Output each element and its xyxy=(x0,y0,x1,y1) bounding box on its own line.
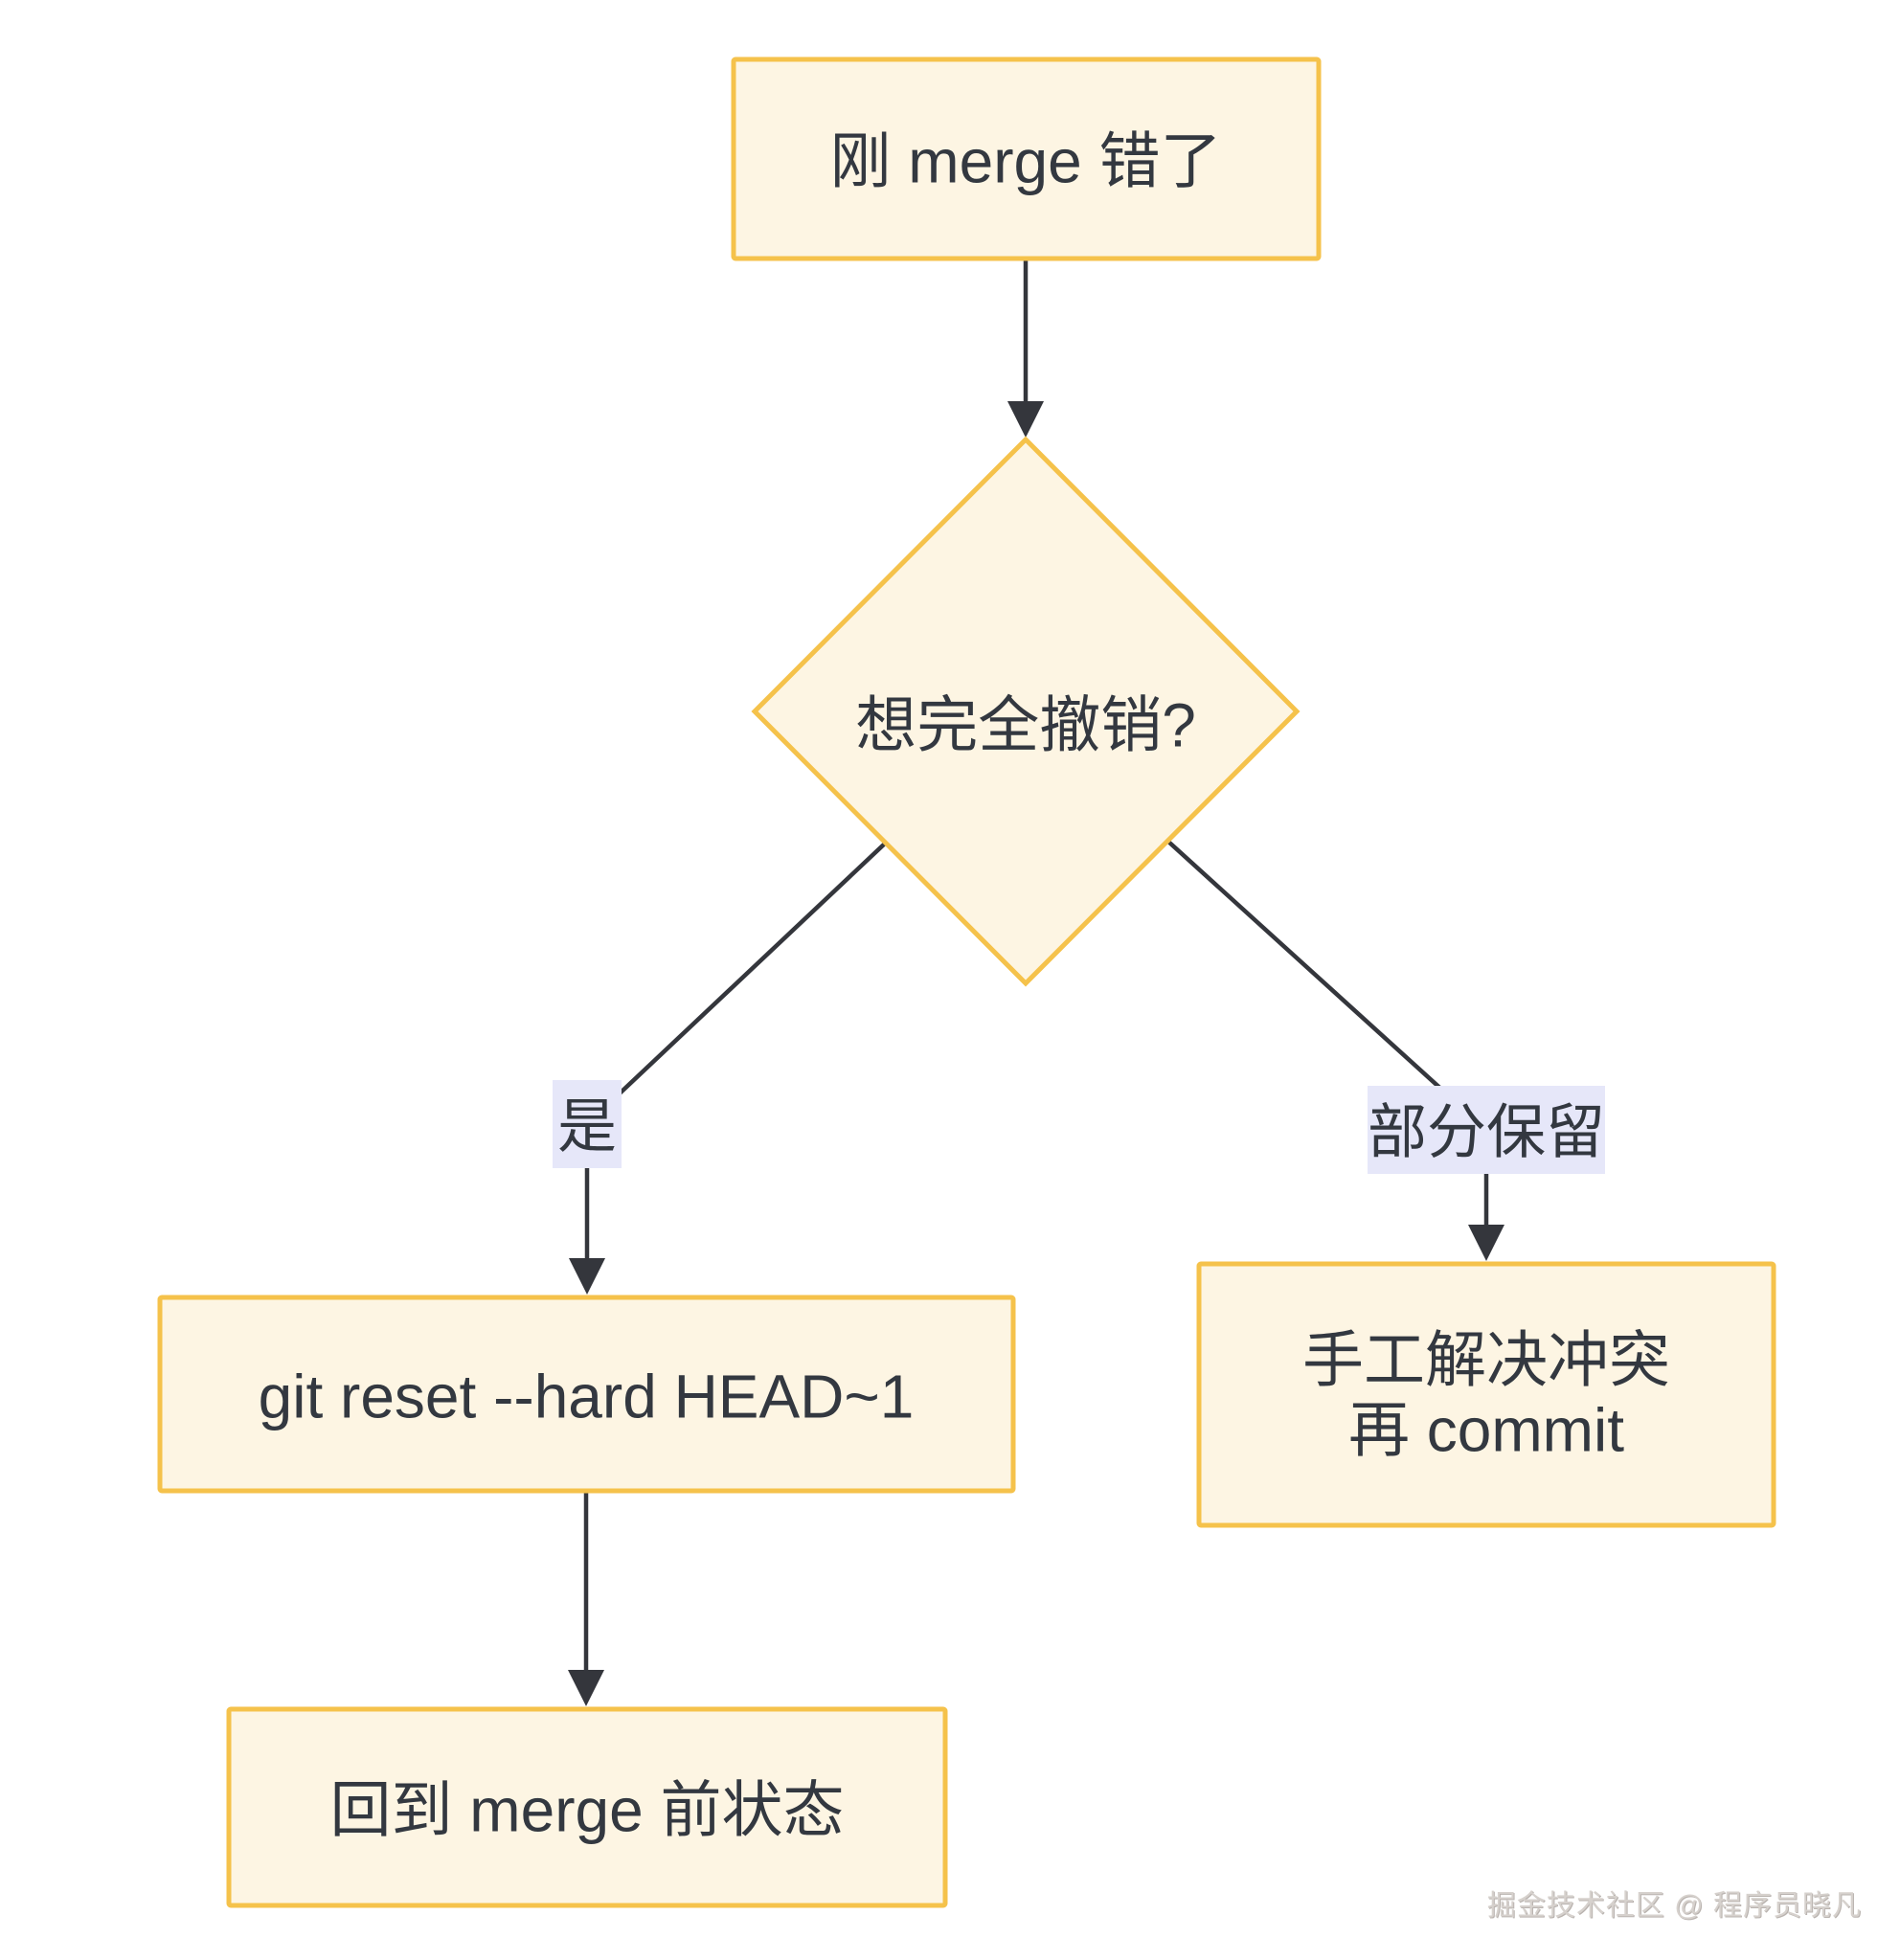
node-restored-box xyxy=(226,1706,948,1908)
edge-label-partial: 部分保留 xyxy=(1368,1100,1605,1166)
node-reset-label: git reset --hard HEAD~1 xyxy=(259,1362,915,1431)
arrowhead-down-icon xyxy=(1468,1225,1504,1261)
arrowhead-down-icon xyxy=(568,1670,604,1706)
arrowhead-down-icon xyxy=(1007,401,1044,438)
node-restored-label: 回到 merge 前状态 xyxy=(330,1775,845,1844)
edge-label-yes-bg xyxy=(553,1080,622,1168)
node-resolve-label-line1: 手工解决冲突 xyxy=(1302,1325,1670,1394)
node-reset-box xyxy=(157,1295,1016,1494)
node-start-label: 刚 merge 错了 xyxy=(830,126,1222,195)
node-resolve-label-line2: 再 commit xyxy=(1348,1395,1624,1464)
node-resolve-box xyxy=(1196,1261,1776,1528)
node-decision-diamond xyxy=(751,436,1301,987)
edge-label-partial-bg xyxy=(1368,1086,1605,1174)
edge-label-yes: 是 xyxy=(557,1094,617,1160)
node-start-box xyxy=(731,56,1322,261)
node-decision-label: 想完全撤销? xyxy=(855,690,1196,759)
watermark-text: 掘金技术社区 @ 程序员晓凡 xyxy=(1487,1890,1862,1922)
arrowhead-down-icon xyxy=(569,1258,605,1295)
